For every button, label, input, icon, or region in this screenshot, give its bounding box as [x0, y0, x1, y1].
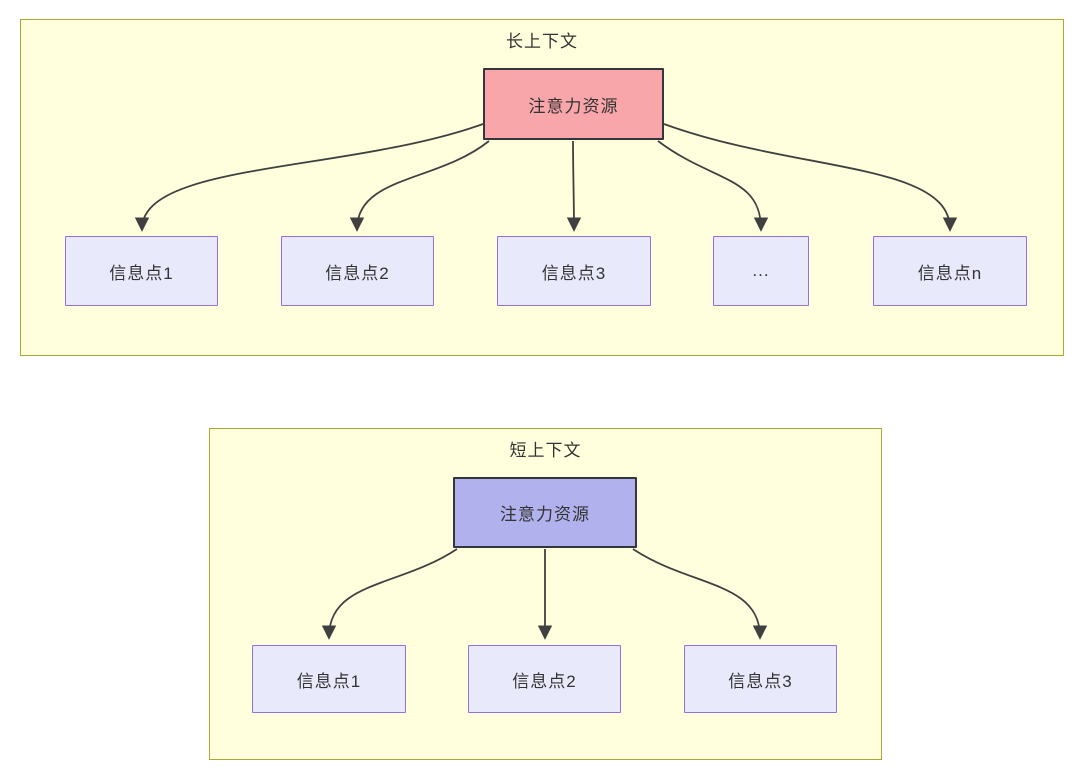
long-info-node-dots: ... — [713, 236, 809, 306]
long-info-label-dots: ... — [752, 261, 770, 280]
long-context-title: 长上下文 — [506, 32, 578, 51]
long-attention-node: 注意力资源 — [483, 68, 664, 140]
short-attention-node: 注意力资源 — [453, 477, 637, 548]
long-attention-label: 注意力资源 — [528, 96, 619, 116]
long-info-node-3: 信息点3 — [497, 236, 651, 306]
long-info-node-n: 信息点n — [873, 236, 1027, 306]
short-context-title: 短上下文 — [509, 441, 582, 460]
short-info-label-3: 信息点3 — [728, 671, 793, 691]
long-info-node-2: 信息点2 — [281, 236, 434, 306]
short-info-label-1: 信息点1 — [296, 671, 362, 691]
short-info-node-2: 信息点2 — [468, 645, 621, 713]
short-info-node-3: 信息点3 — [684, 645, 837, 713]
long-info-label-2: 信息点2 — [325, 263, 390, 283]
short-info-node-1: 信息点1 — [252, 645, 406, 713]
long-info-label-3: 信息点3 — [541, 263, 607, 283]
short-info-label-2: 信息点2 — [512, 671, 577, 691]
long-info-label-1: 信息点1 — [109, 263, 174, 283]
long-info-label-n: 信息点n — [917, 263, 983, 283]
short-attention-label: 注意力资源 — [500, 505, 590, 524]
long-info-node-1: 信息点1 — [65, 236, 218, 306]
